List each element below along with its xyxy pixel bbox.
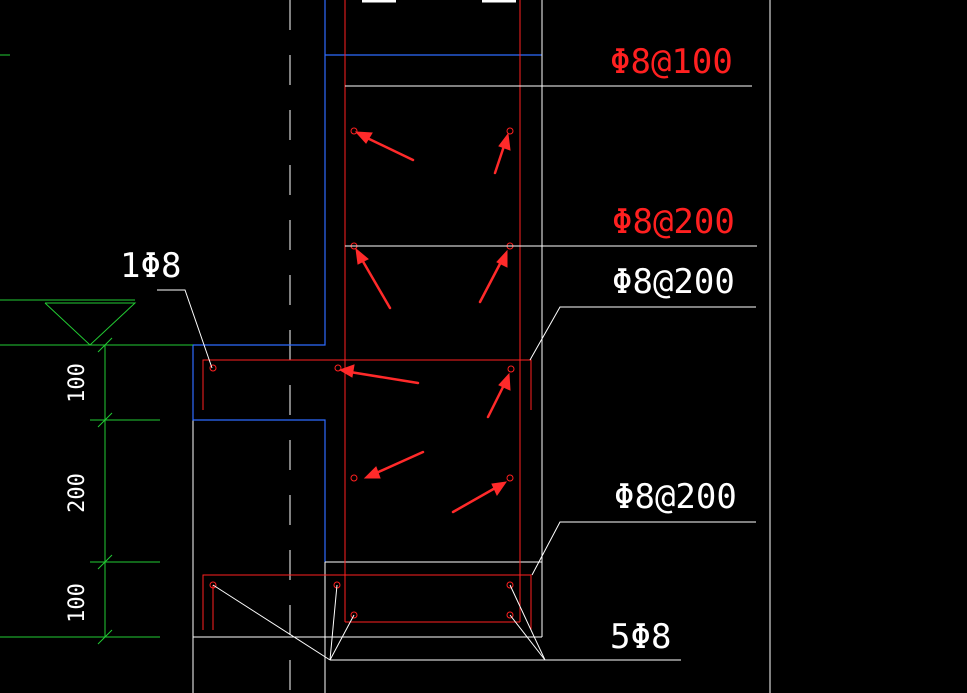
arrow-line	[486, 381, 507, 419]
annotation-stirrup-lower: Φ8@200	[614, 477, 737, 517]
arrow-line	[359, 256, 392, 310]
rebar-dot	[350, 127, 358, 135]
rebar-dot	[209, 364, 217, 372]
rebar-dot	[506, 127, 514, 135]
annotation-bottom-bars: 5Φ8	[610, 617, 671, 657]
dim-label-middle: 200	[65, 473, 90, 513]
rebar-dots	[209, 127, 515, 619]
highlight-arrows	[338, 131, 511, 514]
arrow-line	[363, 135, 415, 162]
arrow-head	[363, 466, 381, 479]
arrow-head	[498, 372, 511, 391]
dimension-lines	[0, 54, 193, 645]
arrow-line	[451, 485, 499, 514]
leader-lines	[157, 85, 757, 661]
leader-b3	[329, 614, 355, 661]
rebar-dot	[350, 474, 358, 482]
rebar-dot	[506, 474, 514, 482]
leader-single-bar	[157, 289, 213, 369]
annotation-stirrup-top: Φ8@100	[610, 42, 733, 82]
dim-tick	[97, 412, 113, 428]
flange-stirrup-upper	[202, 359, 532, 410]
arrow-line	[348, 370, 420, 385]
arrow-line	[372, 450, 425, 476]
level-marker	[44, 302, 137, 346]
leader-flange-upper	[529, 306, 756, 361]
rebar-dot	[506, 581, 514, 589]
dim-tick	[97, 554, 113, 570]
annotation-stirrup-mid-white: Φ8@200	[612, 262, 735, 302]
leader-b1	[212, 584, 331, 661]
leader-flange-lower	[531, 521, 756, 576]
dim-label-bottom: 100	[65, 583, 90, 623]
arrow-head	[355, 247, 369, 265]
leader-b4	[509, 584, 546, 661]
arrow-head	[354, 131, 373, 144]
arrow-head	[338, 364, 355, 378]
leader-b2	[329, 584, 338, 661]
dim-tick	[97, 629, 113, 645]
rebar-dot	[209, 581, 217, 589]
concrete-outline-blue	[192, 0, 326, 562]
arrow-head	[496, 249, 508, 268]
annotation-stirrup-mid-red: Φ8@200	[612, 202, 735, 242]
leader-b5	[509, 614, 546, 661]
arrow-head	[491, 481, 508, 497]
rebar-dot	[350, 611, 358, 619]
dim-label-top: 100	[65, 363, 90, 403]
annotation-single-bar: 1Φ8	[120, 246, 181, 286]
rebar-dot	[506, 611, 514, 619]
arrow-line	[478, 258, 504, 304]
arrow-head	[498, 132, 511, 151]
rebar-dot	[334, 364, 342, 372]
flange-stirrup-lower	[202, 574, 532, 630]
rebar-dot	[507, 365, 515, 373]
dim-tick	[97, 337, 113, 353]
